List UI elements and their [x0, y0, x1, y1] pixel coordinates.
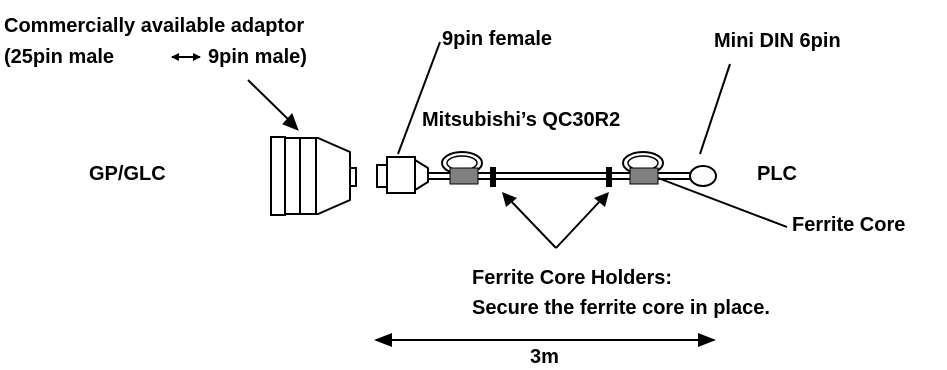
cable-name-label: Mitsubishi’s QC30R2: [422, 109, 621, 131]
female-pointer-arrow: [397, 41, 441, 155]
adaptor-label-line1: Commercially available adaptor: [4, 15, 305, 37]
connector-9pin-female: [376, 156, 429, 194]
ferrite-core-holders: [490, 167, 612, 187]
mini-din-pointer-arrow: [699, 63, 731, 155]
length-label: 3m: [530, 346, 559, 368]
adaptor-label-line2-left: (25pin male: [4, 46, 115, 68]
ferrite-core-label: Ferrite Core: [792, 214, 906, 236]
adaptor-pointer-arrow: [247, 79, 299, 131]
holders-label-line2: Secure the ferrite core in place.: [472, 297, 770, 319]
nine-pin-female-label: 9pin female: [442, 28, 553, 50]
length-dimension-arrow: [374, 333, 716, 347]
mini-din-label: Mini DIN 6pin: [714, 30, 841, 52]
connector-mini-din: [689, 165, 717, 187]
ferrite-core-right: [622, 151, 664, 185]
plc-label: PLC: [757, 163, 797, 185]
adaptor-label-line2-right: 9pin male): [208, 46, 307, 68]
ferrite-core-left: [441, 151, 483, 185]
gp-glc-label: GP/GLC: [89, 163, 166, 185]
ferrite-core-pointer-line: [657, 177, 788, 228]
holders-label-line1: Ferrite Core Holders:: [472, 267, 673, 289]
adaptor-25pin-shape: [270, 136, 357, 216]
holders-pointer-arrows: [502, 192, 609, 249]
